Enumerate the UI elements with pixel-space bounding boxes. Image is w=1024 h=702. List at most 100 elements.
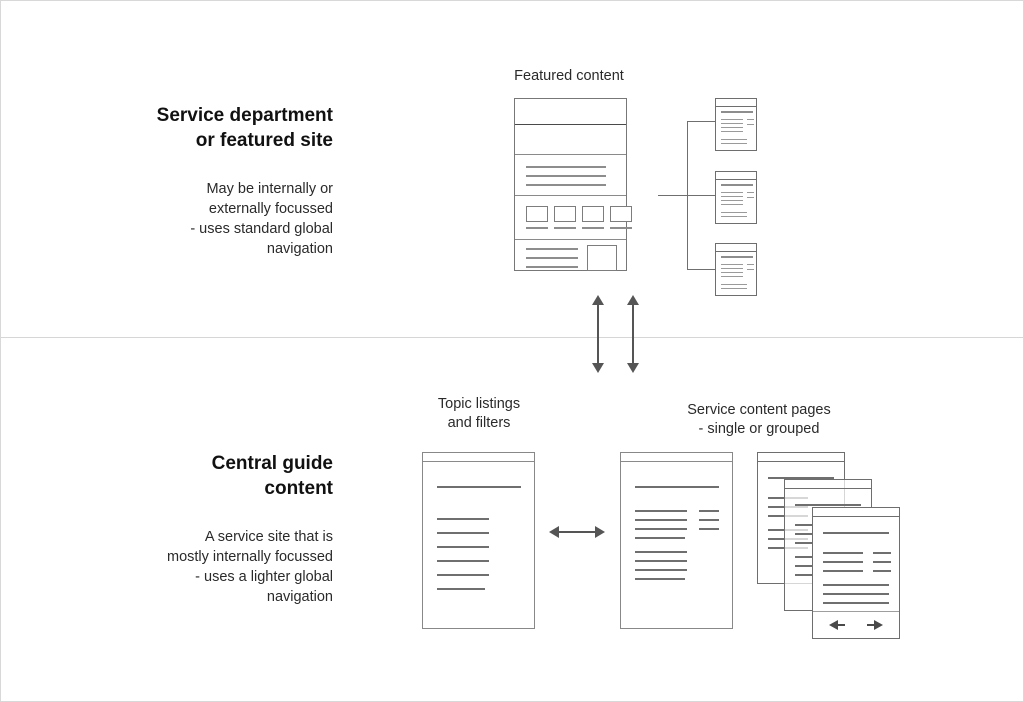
top-caption-title: Service department or featured site: [156, 105, 333, 151]
bottom-caption-body: A service site that is mostly internally…: [166, 529, 333, 605]
listing-item-rule[interactable]: [437, 546, 489, 548]
child-body-rule: [721, 131, 743, 132]
content-title-rule: [635, 486, 719, 488]
bottom-caption-block: Central guide content A service site tha…: [61, 451, 333, 607]
topic-listing-page[interactable]: [422, 452, 535, 629]
grouped-page-front[interactable]: [812, 507, 900, 639]
content-sidebar-rule: [873, 570, 891, 572]
listing-item-rule[interactable]: [437, 588, 485, 590]
light-navigation-bar: [621, 453, 732, 462]
light-navigation-bar: [813, 508, 899, 517]
child-page-navbar: [716, 172, 756, 180]
content-body-rule: [823, 570, 863, 572]
promo-image: [587, 245, 617, 271]
global-navigation-bar: [515, 99, 626, 125]
arrow-head-up-icon: [592, 295, 604, 305]
card-caption-rule: [554, 227, 576, 229]
tree-branch-3: [687, 269, 715, 270]
child-body-rule: [721, 264, 743, 265]
listing-item-rule[interactable]: [437, 574, 489, 576]
child-body-rule: [721, 119, 743, 120]
card-row: [515, 196, 632, 240]
text-rule: [526, 266, 578, 268]
light-navigation-bar: [423, 453, 534, 462]
child-page-1[interactable]: [715, 98, 757, 151]
text-rule: [526, 184, 606, 186]
listing-item-rule[interactable]: [437, 560, 489, 562]
child-title-rule: [721, 184, 753, 186]
content-body-rule: [635, 528, 687, 530]
child-sidebar-rule: [747, 269, 754, 270]
listing-item-rule[interactable]: [437, 518, 489, 520]
child-sidebar-rule: [747, 192, 754, 193]
content-sidebar-rule: [699, 510, 719, 512]
arrow-shaft: [555, 531, 599, 533]
content-sidebar-rule: [873, 561, 891, 563]
topic-listings-label: Topic listings and filters: [437, 396, 521, 431]
child-body-rule: [721, 272, 743, 273]
card-thumbnail[interactable]: [526, 206, 548, 222]
content-body-rule: [823, 561, 863, 563]
child-body-rule: [721, 139, 747, 140]
child-body-rule: [721, 123, 743, 124]
text-rule: [526, 175, 606, 177]
child-body-rule: [721, 192, 743, 193]
listing-item-rule[interactable]: [437, 532, 489, 534]
intro-text-block: [515, 155, 626, 196]
service-content-page[interactable]: [620, 452, 733, 629]
child-body-rule: [721, 143, 747, 144]
content-body-rule: [635, 510, 687, 512]
child-page-3[interactable]: [715, 243, 757, 296]
child-body-rule: [721, 268, 743, 269]
content-body-rule: [635, 578, 685, 580]
child-body-rule: [721, 212, 747, 213]
hero-banner: [515, 125, 626, 155]
content-body-rule: [635, 537, 685, 539]
grouped-service-pages[interactable]: [757, 452, 900, 642]
top-caption-body: May be internally or externally focussed…: [190, 181, 333, 257]
tree-branch-1: [687, 121, 715, 122]
child-page-navbar: [716, 244, 756, 252]
bottom-caption-title: Central guide content: [211, 453, 333, 499]
arrow-shaft: [597, 301, 599, 367]
arrow-head-down-icon: [592, 363, 604, 373]
service-content-label: Service content pages - single or groupe…: [687, 402, 831, 437]
child-body-rule: [721, 196, 743, 197]
child-sidebar-rule: [747, 197, 754, 198]
arrow-head-left-icon: [549, 526, 559, 538]
content-sidebar-rule: [873, 552, 891, 554]
child-sidebar-rule: [747, 119, 754, 120]
text-rule: [526, 166, 606, 168]
content-title-rule: [768, 477, 834, 479]
listing-title-rule: [437, 486, 521, 488]
featured-content-label: Featured content: [514, 68, 624, 84]
child-page-navbar: [716, 99, 756, 107]
tree-trunk-horizontal: [658, 195, 693, 196]
card-caption-rule: [610, 227, 632, 229]
previous-page-arrow-icon[interactable]: [829, 620, 845, 630]
next-page-arrow-icon[interactable]: [867, 620, 883, 630]
card-thumbnail[interactable]: [610, 206, 632, 222]
content-body-rule: [823, 584, 889, 586]
card-thumbnail[interactable]: [582, 206, 604, 222]
child-sidebar-rule: [747, 264, 754, 265]
content-sidebar-rule: [699, 519, 719, 521]
promo-block: [515, 240, 626, 272]
arrow-shaft: [632, 301, 634, 367]
listings-to-content-arrow: [549, 522, 605, 542]
content-body-rule: [823, 593, 889, 595]
child-body-rule: [721, 200, 743, 201]
text-rule: [526, 257, 578, 259]
child-page-2[interactable]: [715, 171, 757, 224]
card-caption-rule: [526, 227, 548, 229]
featured-content-page[interactable]: [514, 98, 632, 272]
child-body-rule: [721, 276, 743, 277]
content-body-rule: [635, 551, 687, 553]
child-body-rule: [721, 204, 743, 205]
page-navigation-bar: [813, 611, 899, 638]
child-body-rule: [721, 284, 747, 285]
card-caption-rule: [582, 227, 604, 229]
card-thumbnail[interactable]: [554, 206, 576, 222]
child-body-rule: [721, 288, 747, 289]
